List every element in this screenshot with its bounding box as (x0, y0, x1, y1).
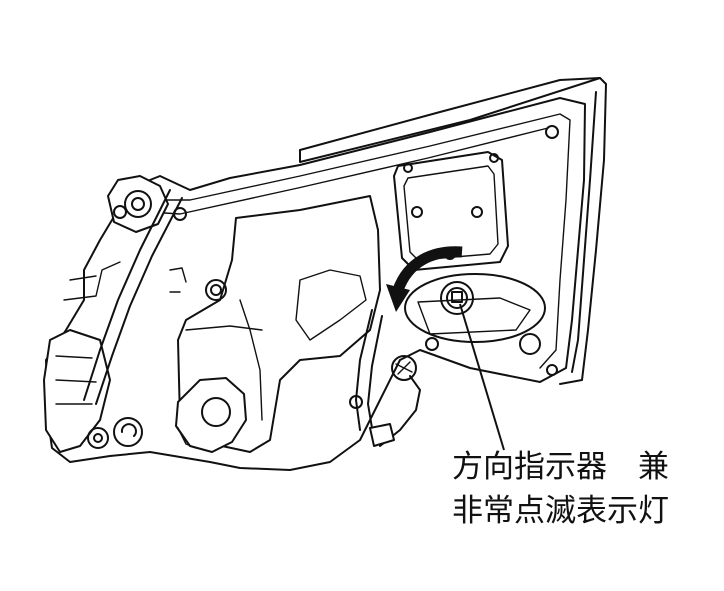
callout-leader-line (459, 303, 505, 451)
callout-label-line-2: 非常点滅表示灯 (452, 493, 669, 529)
lamp-housing-outline (299, 77, 607, 385)
lower-left-bracket (43, 261, 143, 453)
turn-signal-bulb-socket (404, 125, 559, 376)
access-cover (393, 151, 509, 271)
upper-mount-bracket (107, 175, 187, 233)
wiring-harness (349, 309, 421, 447)
lower-socket-boss (175, 377, 247, 453)
wire-rail (83, 189, 183, 405)
callout-label-line-1: 方向指示器 兼 (452, 449, 669, 485)
rotation-arrow (386, 246, 463, 312)
